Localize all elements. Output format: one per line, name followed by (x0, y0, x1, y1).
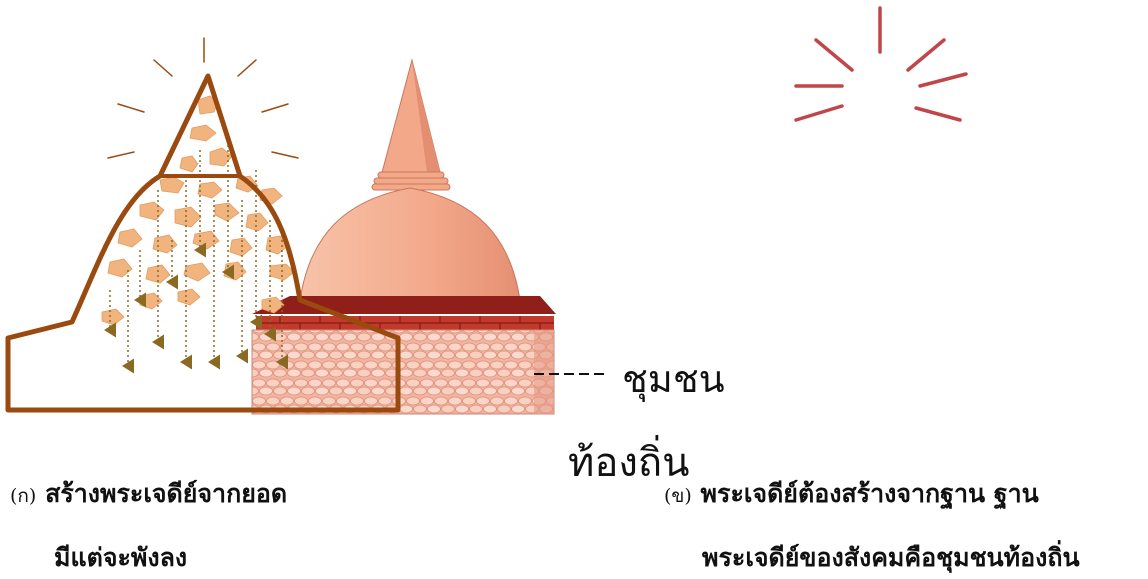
base-label-line1: ชุมชน (622, 348, 725, 409)
caption-a-line1: (ก) สร้างพระเจดีย์จากยอด (10, 474, 287, 514)
stone-base (252, 330, 554, 414)
caption-a-marker: (ก) (10, 485, 36, 507)
rubble-pieces (102, 96, 294, 325)
stupa-rings (372, 172, 450, 190)
caption-b-marker: (ข) (664, 485, 692, 507)
caption-b-line1: (ข) พระเจดีย์ต้องสร้างจากฐาน ฐาน (664, 474, 1039, 514)
caption-b-text: พระเจดีย์ต้องสร้างจากฐาน ฐาน (701, 479, 1039, 508)
stupa-built-from-base (252, 60, 556, 414)
stupa-dome (300, 188, 520, 300)
burst-icon (796, 8, 966, 120)
caption-b-line2: พระเจดีย์ของสังคมคือชุมชนท้องถิ่น (702, 538, 1080, 578)
caption-a-line2: มีแต่จะพังลง (54, 538, 187, 578)
caption-a-text: สร้างพระเจดีย์จากยอด (45, 479, 287, 508)
